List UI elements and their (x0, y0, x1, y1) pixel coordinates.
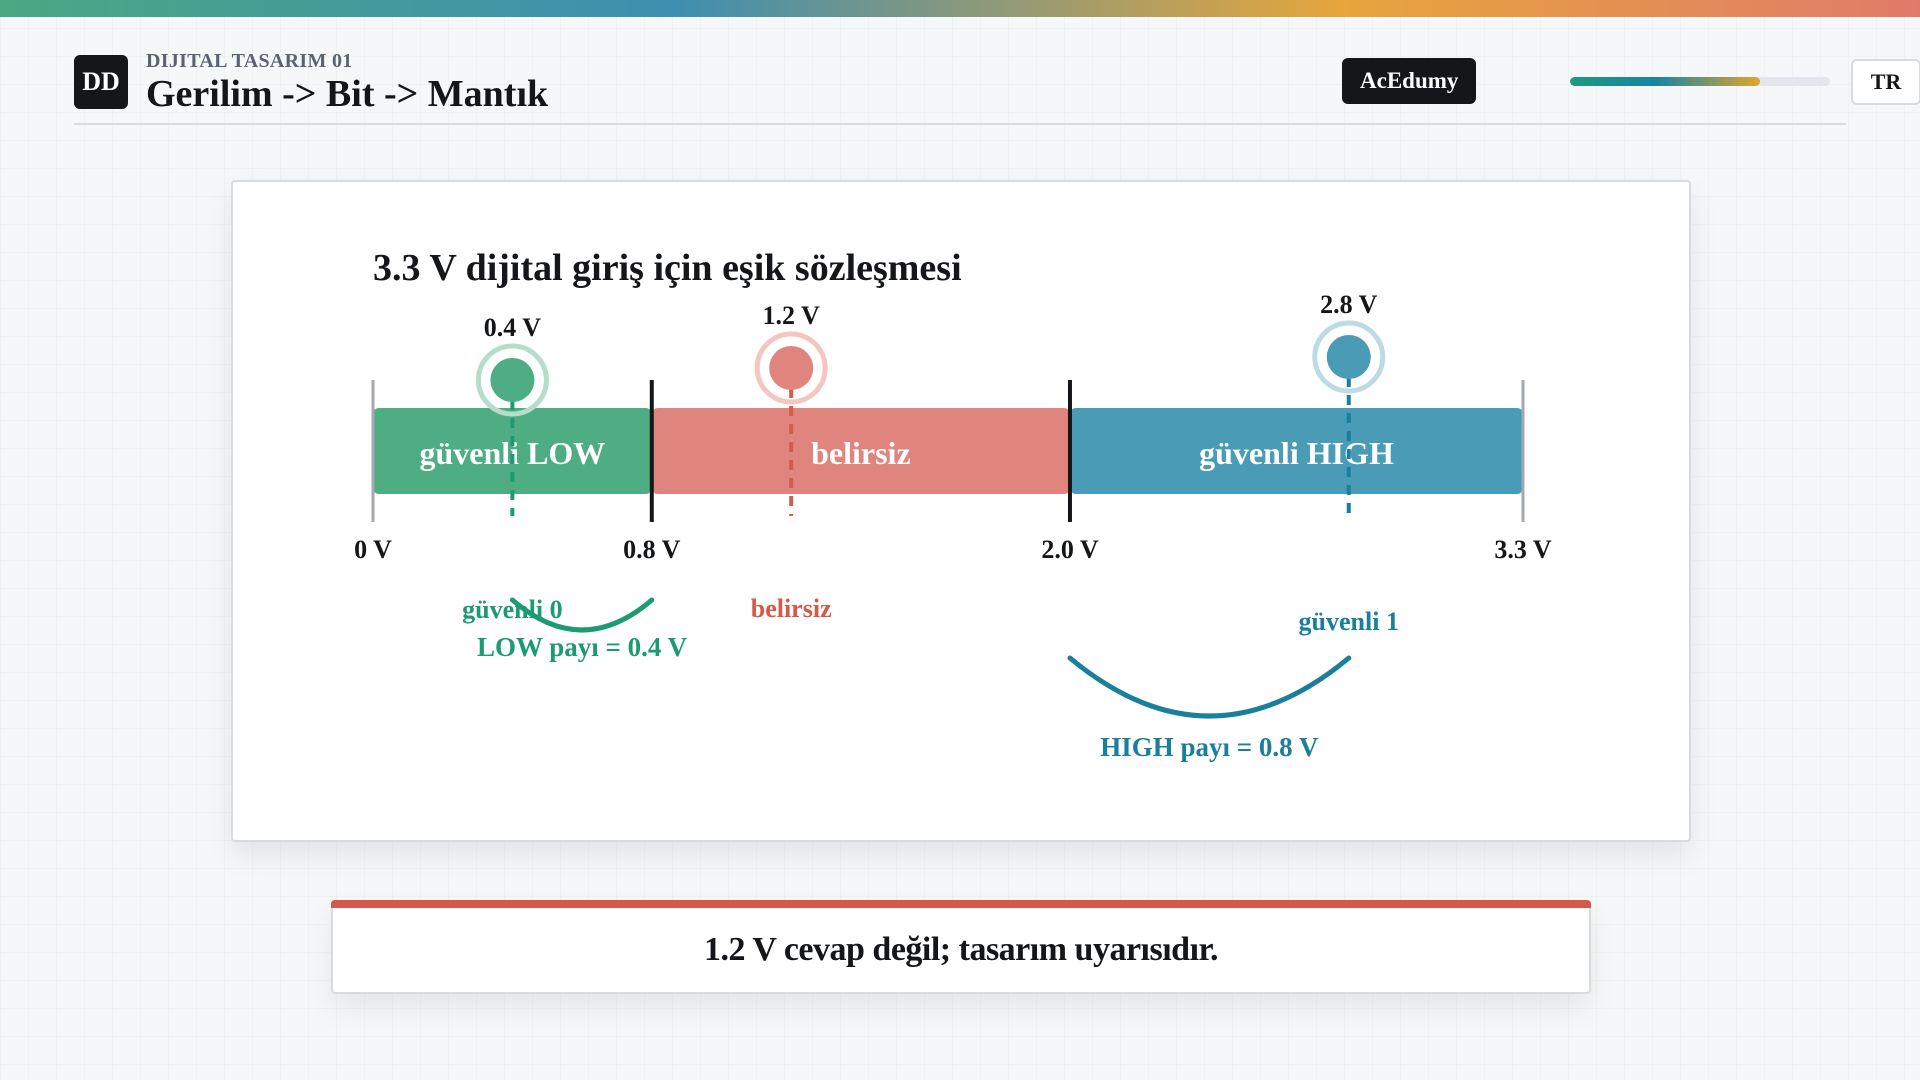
tick-label: 0 V (354, 535, 392, 564)
language-button[interactable]: TR (1851, 59, 1920, 105)
voltage-marker (490, 358, 535, 402)
top-accent-bar (0, 0, 1920, 17)
voltage-marker (1326, 335, 1371, 379)
zone-label: güvenli HIGH (1199, 435, 1394, 471)
lesson-progress-bar (1570, 77, 1830, 86)
brand-badge: AcEdumy (1342, 58, 1477, 104)
voltage-marker (769, 346, 814, 390)
marker-ring (1312, 320, 1386, 394)
callout-accent-bar (331, 900, 1591, 908)
marker-status-label: güvenli 1 (1299, 607, 1399, 636)
tick-label: 3.3 V (1494, 535, 1552, 564)
threshold-diagram-card: 3.3 V dijital giriş için eşik sözleşmesi… (231, 180, 1691, 842)
page-title: Gerilim -> Bit -> Mantık (146, 73, 549, 115)
tick-label: 0.8 V (623, 535, 681, 564)
logo-badge: DD (74, 55, 128, 109)
course-kicker: DIJITAL TASARIM 01 (146, 50, 353, 72)
zone-bar (1069, 408, 1523, 494)
callout-text: 1.2 V cevap değil; tasarım uyarısıdır. (704, 931, 1219, 968)
tick-label: 2.0 V (1041, 535, 1099, 564)
threshold-diagram: 3.3 V dijital giriş için eşik sözleşmesi… (354, 247, 1552, 762)
zone-bar (651, 408, 1070, 494)
zone-bar (373, 408, 652, 494)
warning-callout: 1.2 V cevap değil; tasarım uyarısıdır. (331, 900, 1591, 994)
marker-value-label: 1.2 V (763, 301, 821, 330)
margin-label: LOW payı = 0.4 V (477, 632, 688, 662)
marker-value-label: 0.4 V (484, 313, 542, 342)
marker-status-label: belirsiz (751, 594, 832, 623)
margin-arc (509, 597, 655, 633)
marker-ring (754, 331, 828, 405)
margin-arc (1067, 655, 1352, 719)
marker-ring (475, 343, 549, 417)
page-header: DD DIJITAL TASARIM 01 Gerilim -> Bit -> … (74, 50, 1920, 125)
diagram-title: 3.3 V dijital giriş için eşik sözleşmesi (373, 247, 962, 289)
margin-label: HIGH payı = 0.8 V (1100, 732, 1319, 762)
zone-label: belirsiz (811, 435, 911, 471)
marker-value-label: 2.8 V (1320, 290, 1378, 319)
lesson-progress-fill (1570, 77, 1760, 86)
